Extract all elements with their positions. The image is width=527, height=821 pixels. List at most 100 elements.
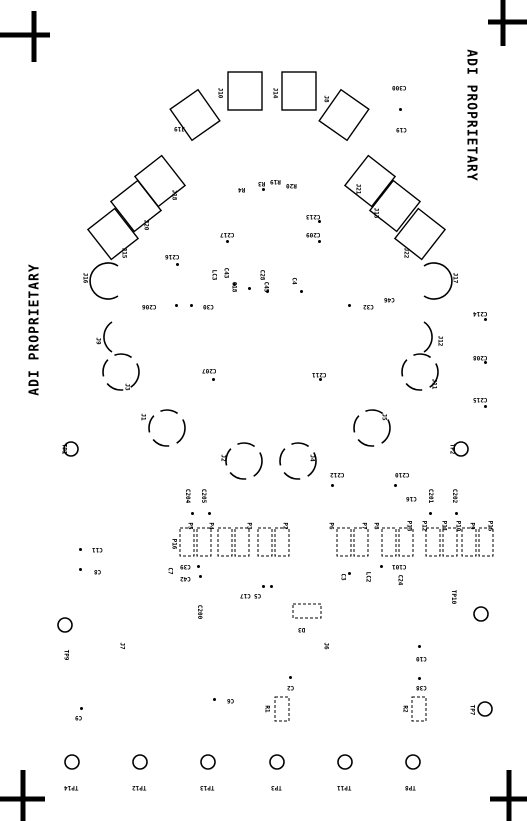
- pad: [319, 378, 322, 381]
- label-c206: C206: [142, 303, 157, 310]
- label-c204: C204: [184, 488, 192, 504]
- pad: [213, 698, 216, 701]
- pad: [429, 512, 432, 515]
- connector-label-j18: J18: [170, 189, 178, 201]
- smb-label-j9: J9: [94, 337, 102, 345]
- footprint-outlines: [179, 527, 494, 722]
- pad: [399, 108, 402, 111]
- pad: [233, 283, 236, 286]
- connector-label-j10: J10: [216, 87, 224, 99]
- label-c19: C19: [396, 126, 407, 133]
- label-c205: C205: [200, 488, 208, 504]
- watermark-left: ADI PROPRIETARY: [27, 263, 43, 396]
- label-c208: C208: [473, 354, 488, 361]
- pad: [380, 565, 383, 568]
- tp-label-tp11: TP11: [337, 784, 352, 791]
- pad: [248, 287, 251, 290]
- footprint-label-p4: P4: [207, 522, 215, 530]
- label-lc3: LC3: [210, 269, 218, 281]
- pad: [418, 645, 421, 648]
- smb-outlines: [89, 262, 453, 480]
- smb-label-j11: J11: [430, 378, 438, 390]
- label-c210: C210: [395, 471, 410, 478]
- footprint-label-p15: P15: [486, 520, 494, 532]
- pad: [199, 575, 202, 578]
- pad: [266, 290, 269, 293]
- label-c209: C209: [306, 231, 321, 238]
- label-c200: C200: [196, 604, 204, 620]
- pad: [190, 304, 193, 307]
- label-r3: R3: [258, 180, 266, 187]
- footprint-label-p12: P12: [420, 520, 428, 532]
- smb-label-j5: J5: [380, 413, 388, 421]
- label-c211: C211: [312, 371, 327, 378]
- smb-label-j12: J12: [436, 335, 444, 347]
- label-c30: C30: [203, 303, 214, 310]
- pad: [176, 263, 179, 266]
- pad: [212, 378, 215, 381]
- label-c217: C217: [220, 231, 235, 238]
- label-c3: C3: [339, 573, 347, 581]
- label-c11: C11: [92, 546, 103, 553]
- label-c32: C32: [363, 303, 374, 310]
- pad: [197, 565, 200, 568]
- label-c212: C212: [330, 471, 345, 478]
- pad: [79, 548, 82, 551]
- pad: [484, 361, 487, 364]
- footprint-label-p5: P5: [186, 522, 194, 530]
- label-c10: C10: [416, 655, 427, 662]
- label-c300: C300: [392, 84, 407, 91]
- footprint-label-p3: P3: [245, 522, 253, 530]
- tp-label-tp9: TP9: [62, 649, 70, 661]
- pad: [289, 676, 292, 679]
- label-c215: C215: [473, 396, 488, 403]
- label-c207: C207: [202, 367, 217, 374]
- connector-label-j22: J22: [402, 247, 410, 259]
- pad: [262, 188, 265, 191]
- smb-label-j3: J3: [123, 383, 131, 391]
- label-c213: C213: [306, 213, 321, 220]
- label-c42: C42: [180, 575, 191, 582]
- tp-label-tp10: TP10: [450, 589, 458, 605]
- pad: [79, 568, 82, 571]
- connector-label-j14: J14: [271, 87, 279, 99]
- label-c5: C5: [254, 592, 262, 599]
- label-c28: C28: [258, 269, 266, 281]
- pad: [455, 512, 458, 515]
- label-r1: R1: [263, 705, 271, 713]
- label-c24: C24: [396, 574, 404, 586]
- tp-label-tp14: TP14: [64, 784, 79, 791]
- pad: [270, 585, 273, 588]
- pad: [484, 405, 487, 408]
- label-c2: C2: [287, 684, 295, 691]
- connector-label-j20: J20: [142, 219, 150, 231]
- label-lc2: LC2: [364, 571, 372, 583]
- pad: [175, 304, 178, 307]
- label-c214: C214: [473, 310, 488, 317]
- watermark-top-right: ADI PROPRIETARY: [463, 49, 479, 182]
- connector-label-j13: J13: [372, 207, 380, 219]
- testpoint-circles: [57, 441, 493, 770]
- label-c38: C38: [416, 684, 427, 691]
- label-c9: C9: [75, 714, 83, 721]
- pad: [208, 512, 211, 515]
- label-d3: D3: [298, 626, 306, 633]
- pad: [191, 512, 194, 515]
- pad: [318, 240, 321, 243]
- footprint-label-p2: P2: [281, 522, 289, 530]
- footprint-label-p9: P9: [468, 522, 476, 530]
- tp-label-tp1: TP1: [60, 443, 68, 455]
- label-c17: C17: [240, 592, 251, 599]
- tp-label-tp13: TP13: [200, 784, 215, 791]
- label-c6: C6: [227, 697, 235, 704]
- connector-label-j19: J19: [174, 125, 185, 132]
- pad: [226, 240, 229, 243]
- label-r20: R20: [286, 182, 297, 189]
- label-c201: C201: [427, 488, 435, 504]
- label-c39: C39: [180, 563, 191, 570]
- label-r19: R19: [270, 178, 281, 185]
- footprint-label-p13: P13: [405, 520, 413, 532]
- footprint-label-p10: P10: [454, 520, 462, 532]
- tp-label-tp2: TP2: [448, 443, 456, 455]
- footprint-label-p8: P8: [372, 522, 380, 530]
